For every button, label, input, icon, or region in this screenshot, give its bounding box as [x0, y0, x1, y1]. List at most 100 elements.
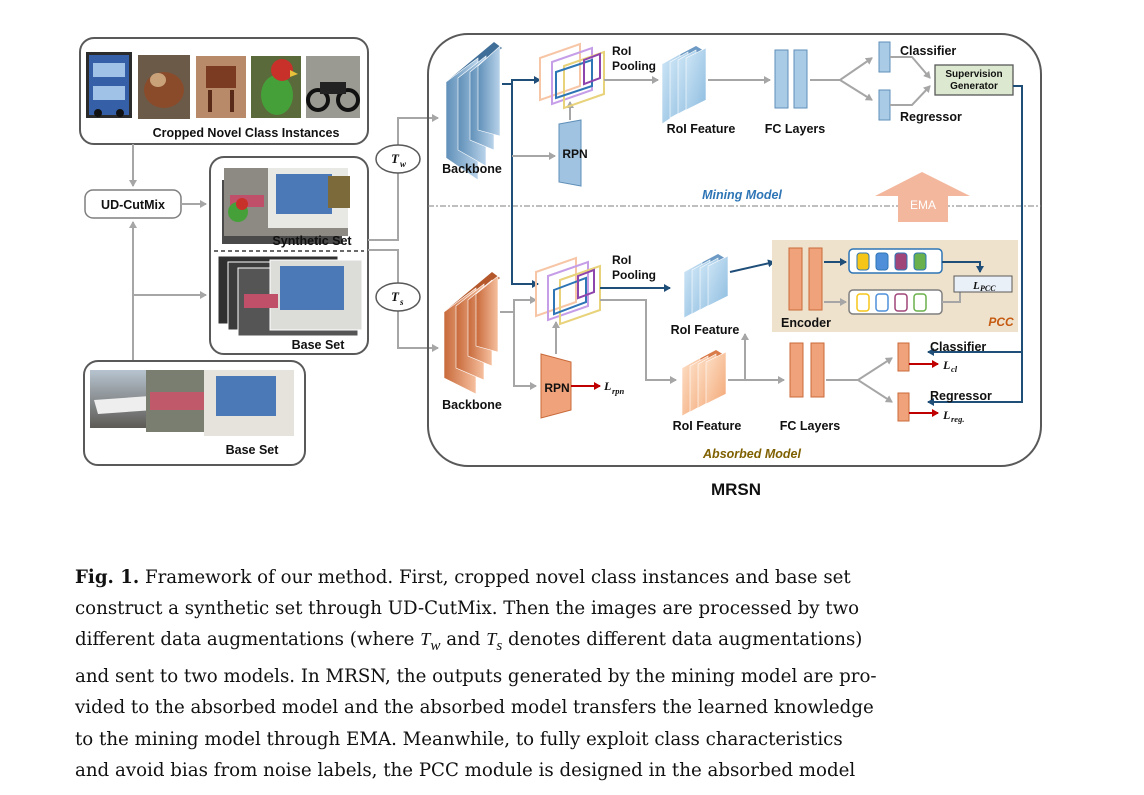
l-reg-label: L: [942, 408, 950, 422]
backbone-top: [445, 42, 502, 181]
roi-pooling-top-label-1: RoI: [612, 44, 631, 58]
base-set-stack-label: Base Set: [292, 338, 346, 352]
regressor-bottom-label: Regressor: [930, 389, 992, 403]
roi-feature-bottom-pcc: [683, 254, 729, 319]
caption-ts: T: [486, 629, 497, 650]
caption-line-4: and sent to two models. In MRSN, the out…: [75, 666, 877, 688]
supervision-generator: Supervision Generator: [934, 64, 1014, 96]
supervision-label-2: Generator: [950, 81, 998, 92]
feature-to-pcc: [729, 259, 775, 273]
caption-line-2: construct a synthetic set through UD-Cut…: [75, 598, 860, 620]
roi-feature-top-label: RoI Feature: [667, 122, 736, 136]
supervision-output-lines: [927, 85, 1023, 406]
fc-bottom-branch: [826, 357, 893, 403]
feature-to-fc-bottom: [728, 333, 785, 384]
regressor-top-block: [878, 89, 891, 121]
novel-thumbnail-motorbike: [306, 56, 360, 118]
ts-label: T: [391, 289, 400, 304]
ema-arrow: EMA: [875, 172, 970, 222]
fc-layers-top: [774, 49, 808, 109]
roi-feature-bottom-1-label: RoI Feature: [671, 323, 740, 337]
l-reg-subscript: reg.: [951, 414, 964, 424]
novel-thumbnail-bus: [86, 52, 132, 118]
pcc-module: Encoder L PCC PCC: [772, 240, 1018, 332]
roi-pooling-bottom: [535, 256, 601, 326]
synthetic-set-label: Synthetic Set: [272, 234, 352, 248]
caption-line-7: and avoid bias from noise labels, the PC…: [75, 759, 856, 781]
framework-diagram: Cropped Novel Class Instances UD-CutMix …: [79, 33, 1042, 499]
ud-cutmix-label: UD-CutMix: [101, 198, 165, 212]
backbone-bottom: [443, 272, 500, 395]
rpn-bottom: RPN: [540, 353, 572, 419]
synthetic-set-images: [222, 168, 350, 244]
l-rpn-subscript: rpn: [612, 386, 625, 396]
ts-subscript: s: [399, 297, 404, 307]
caption-tw-sub: w: [430, 637, 441, 655]
tw-augmentation: T w: [375, 144, 421, 174]
caption-ts-sub: s: [496, 637, 503, 655]
cropped-novel-label: Cropped Novel Class Instances: [153, 126, 340, 140]
rpn-top: RPN: [558, 119, 588, 187]
roi-feature-bottom-fc: [681, 350, 727, 417]
caption-line-1-text: Framework of our method. First, cropped …: [139, 567, 851, 588]
tw-label: T: [391, 151, 400, 166]
mining-to-absorbed-feature-line: [502, 76, 541, 288]
classifier-top-label: Classifier: [900, 44, 956, 58]
caption-line-5: vided to the absorbed model and the abso…: [75, 697, 874, 719]
mrsn-label: MRSN: [711, 480, 761, 499]
l-rpn-label: L: [603, 379, 611, 393]
roi-pooling-bottom-label-1: RoI: [612, 253, 631, 267]
base-set-panel: Base Set: [83, 360, 306, 466]
backbone-bottom-connectors: [500, 296, 537, 390]
caption-line-3-b: denotes different data augmentations): [502, 629, 863, 651]
caption-line-3: different data augmentations (where Tw a…: [75, 624, 1055, 661]
ema-label: EMA: [910, 198, 936, 212]
fc-layers-bottom: [789, 342, 825, 398]
framework-figure: Cropped Novel Class Instances UD-CutMix …: [79, 33, 1042, 499]
base-set-label: Base Set: [226, 443, 280, 457]
roi-bottom-connectors: [600, 284, 677, 384]
l-cl-label: L: [942, 358, 950, 372]
mining-model-label: Mining Model: [702, 188, 782, 202]
classifier-bottom-block: [897, 342, 910, 372]
fc-layers-top-label: FC Layers: [765, 122, 825, 136]
heads-to-supervision: [890, 56, 931, 106]
novel-thumbnail-bird: [251, 56, 301, 118]
regressor-top-label: Regressor: [900, 110, 962, 124]
backbone-bottom-label: Backbone: [442, 398, 502, 412]
backbone-top-label: Backbone: [442, 162, 502, 176]
ts-augmentation: T s: [375, 282, 421, 312]
cropped-novel-panel: Cropped Novel Class Instances: [79, 37, 369, 145]
fc-layers-bottom-label: FC Layers: [780, 419, 840, 433]
caption-line-6: to the mining model through EMA. Meanwhi…: [75, 728, 843, 750]
fc-top-branch: [810, 57, 873, 101]
caption-fig-label: Fig. 1.: [75, 567, 140, 588]
roi-pooling-bottom-label-2: Pooling: [612, 268, 656, 282]
classifier-bottom-label: Classifier: [930, 340, 986, 354]
caption-line-3-a: different data augmentations (where: [75, 629, 421, 651]
rpn-bottom-label: RPN: [544, 381, 569, 395]
classifier-top-block: [878, 41, 891, 73]
tw-subscript: w: [400, 159, 407, 169]
roi-feature-top: [661, 46, 707, 125]
ud-cutmix-box: UD-CutMix: [84, 189, 182, 219]
l-pcc-label: L: [972, 280, 980, 292]
l-cl-subscript: cl: [951, 364, 958, 374]
caption-line-1: Fig. 1. Framework of our method. First, …: [75, 562, 1055, 593]
novel-thumbnail-chair: [196, 56, 246, 118]
base-set-stack-images: [217, 255, 363, 337]
l-pcc-subscript: PCC: [980, 284, 996, 293]
roi-pooling-top: [539, 42, 605, 110]
caption-line-3-and: and: [440, 629, 487, 651]
encoder-label: Encoder: [781, 316, 831, 330]
roi-feature-bottom-2-label: RoI Feature: [673, 419, 742, 433]
pcc-label: PCC: [988, 315, 1014, 329]
figure-caption: Fig. 1. Framework of our method. First, …: [75, 562, 1055, 786]
absorbed-model-label: Absorbed Model: [702, 447, 801, 461]
roi-pooling-top-label-2: Pooling: [612, 59, 656, 73]
supervision-label-1: Supervision: [945, 69, 1002, 80]
rpn-top-label: RPN: [562, 147, 587, 161]
synthetic-base-panel: Synthetic Set Base Set: [209, 156, 369, 355]
regressor-bottom-block: [897, 392, 910, 422]
novel-thumbnail-cow: [138, 55, 190, 119]
